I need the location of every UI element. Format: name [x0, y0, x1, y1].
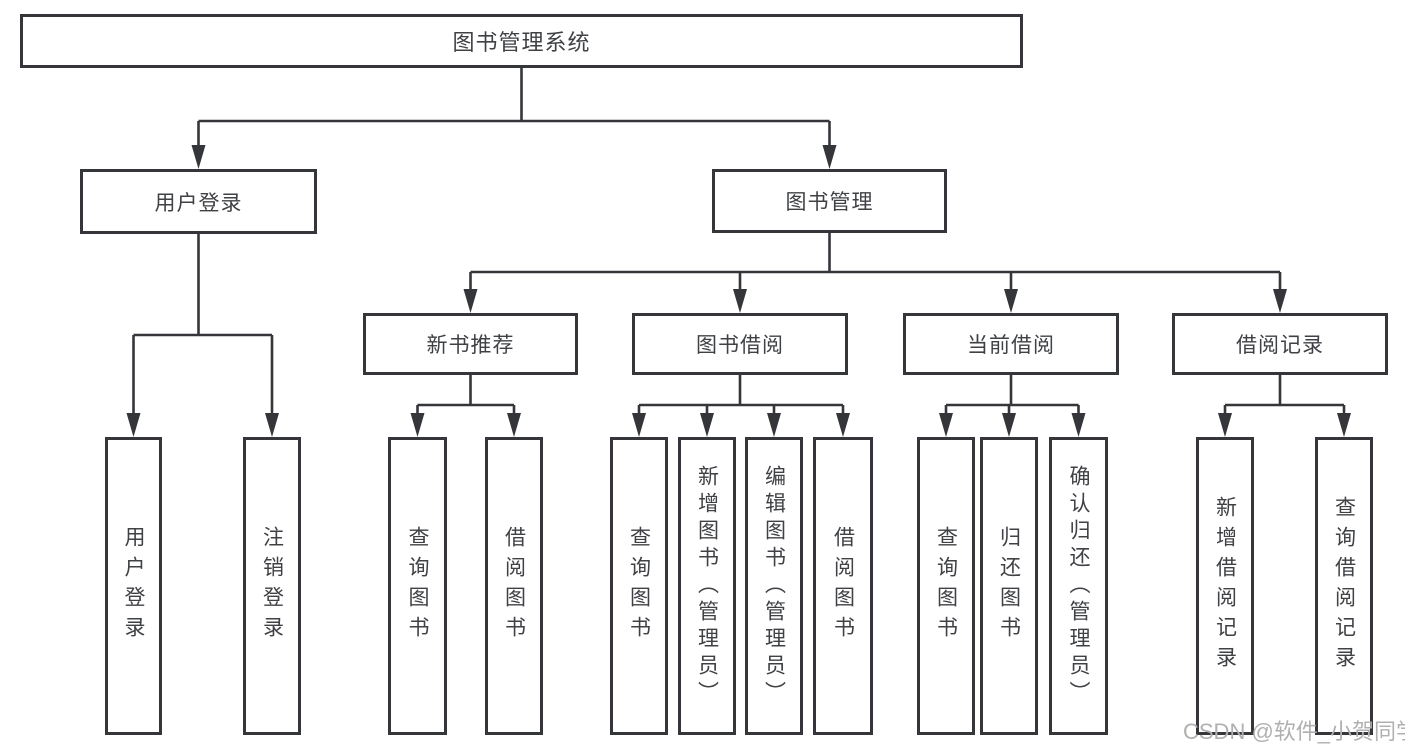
node-borrow-records: 借阅记录 — [1172, 313, 1388, 375]
leaf-label: 查询图书 — [934, 526, 958, 646]
leaf-query-books-borrow: 查询图书 — [610, 437, 668, 735]
leaf-add-book-admin: 新增图书（管理员） — [678, 437, 736, 735]
node-label: 借阅记录 — [1236, 334, 1324, 357]
node-book-borrow: 图书借阅 — [632, 313, 848, 375]
node-library-management-system: 图书管理系统 — [20, 14, 1023, 68]
node-user-login: 用户登录 — [80, 169, 317, 234]
leaf-label: 归还图书 — [997, 526, 1021, 646]
leaf-query-borrow-record: 查询借阅记录 — [1315, 437, 1373, 735]
leaf-label: 查询图书 — [627, 526, 651, 646]
leaf-add-borrow-record: 新增借阅记录 — [1196, 437, 1254, 735]
leaf-return-book: 归还图书 — [980, 437, 1038, 735]
leaf-confirm-return-admin: 确认归还（管理员） — [1049, 437, 1108, 735]
leaf-borrow-books: 借阅图书 — [813, 437, 873, 735]
leaf-query-books-recommend: 查询图书 — [388, 437, 447, 735]
node-label: 图书管理系统 — [452, 30, 591, 55]
node-label: 图书管理 — [785, 191, 874, 214]
leaf-logout: 注销登录 — [243, 437, 301, 735]
node-book-management: 图书管理 — [712, 169, 947, 233]
leaf-label: 注销登录 — [260, 526, 284, 646]
leaf-label: 新增图书（管理员） — [695, 464, 719, 708]
node-label: 当前借阅 — [967, 334, 1055, 357]
leaf-query-books-current: 查询图书 — [917, 437, 975, 735]
leaf-user-login: 用户登录 — [105, 437, 162, 735]
node-new-book-recommend: 新书推荐 — [363, 313, 578, 375]
node-label: 图书借阅 — [696, 334, 784, 357]
node-label: 用户登录 — [154, 191, 243, 215]
leaf-label: 查询借阅记录 — [1332, 496, 1356, 676]
leaf-label: 编辑图书（管理员） — [762, 464, 786, 708]
leaf-label: 用户登录 — [122, 526, 145, 646]
leaf-label: 确认归还（管理员） — [1067, 464, 1090, 708]
watermark: CSDN @软件_小贺同学 — [1183, 719, 1405, 744]
leaf-label: 借阅图书 — [502, 526, 526, 646]
leaf-edit-book-admin: 编辑图书（管理员） — [745, 437, 803, 735]
leaf-label: 借阅图书 — [831, 526, 855, 646]
leaf-label: 新增借阅记录 — [1213, 496, 1237, 676]
node-label: 新书推荐 — [426, 334, 515, 357]
node-current-borrow: 当前借阅 — [903, 313, 1119, 375]
leaf-borrow-books-recommend: 借阅图书 — [485, 437, 543, 735]
leaf-label: 查询图书 — [406, 526, 429, 646]
